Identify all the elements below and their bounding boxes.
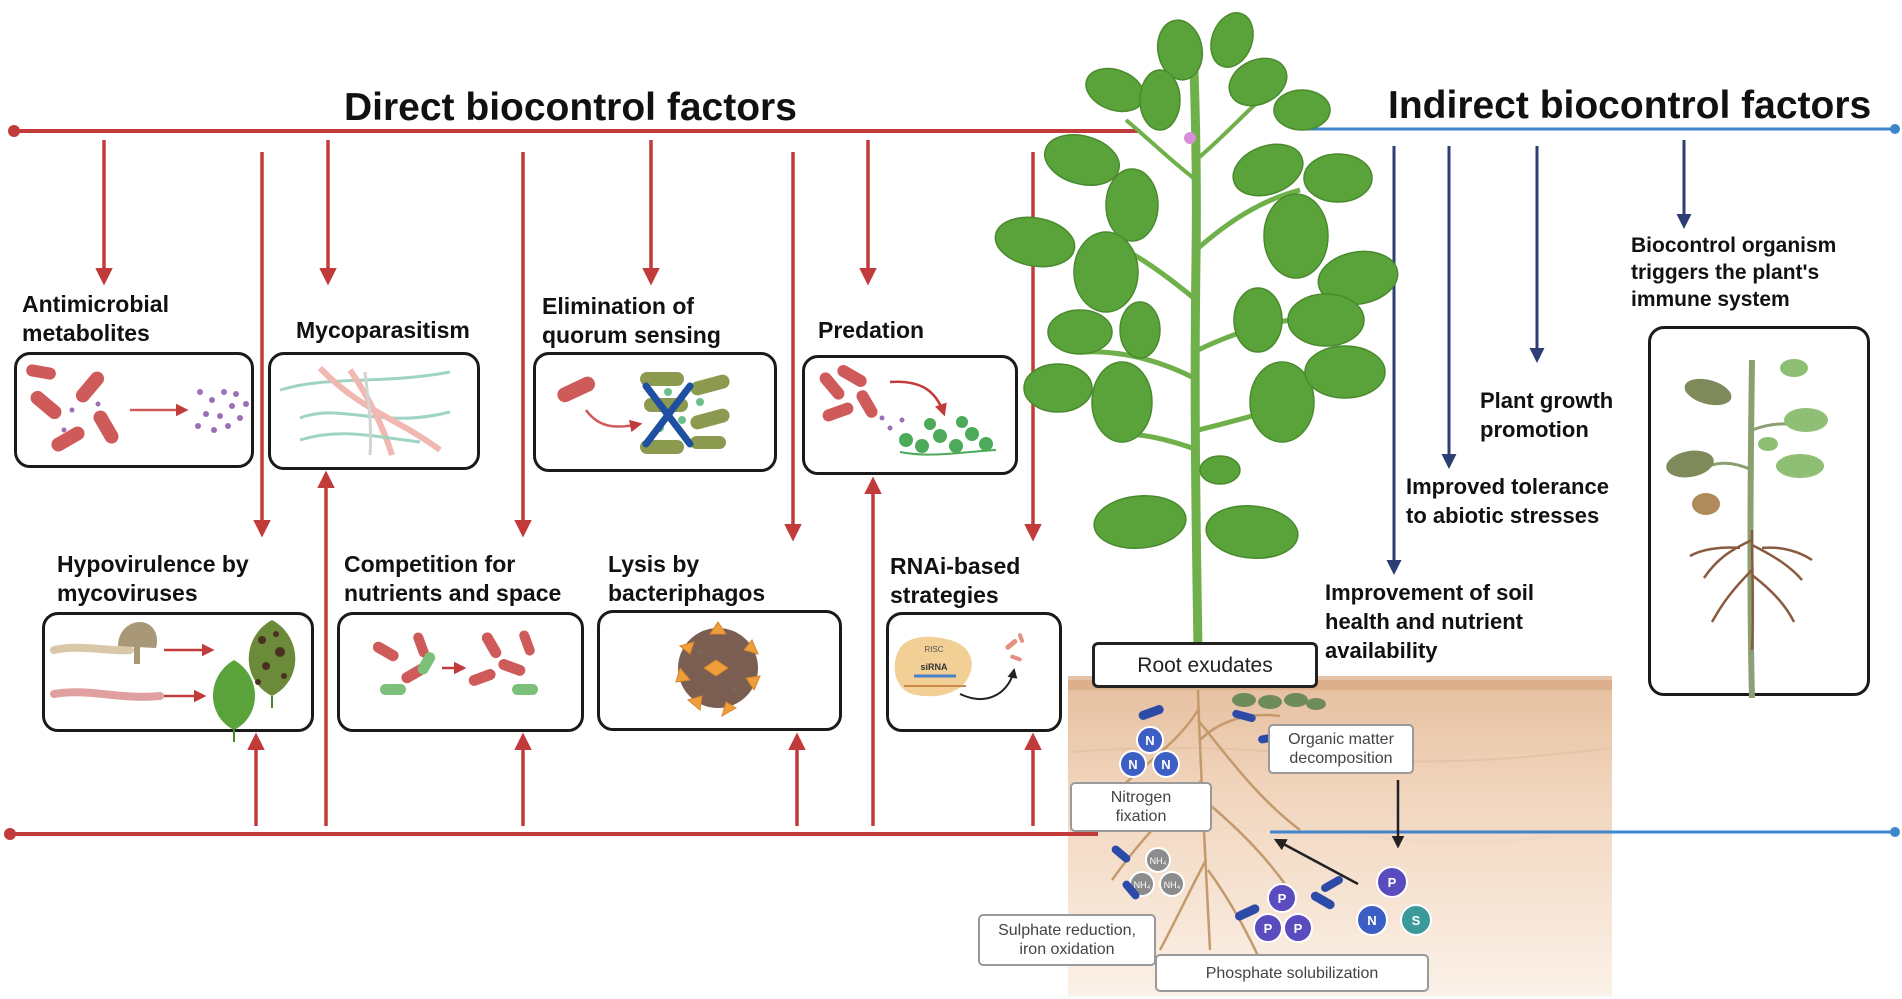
- antimicrobial-box: [14, 352, 254, 468]
- predation-box: [802, 355, 1018, 475]
- p-label-3: P: [1294, 921, 1303, 936]
- mycoparasitism-box: [268, 352, 480, 470]
- direct-factors-heading: Direct biocontrol factors: [344, 86, 797, 129]
- p-label-2: P: [1264, 921, 1273, 936]
- antimicrobial-label: Antimicrobial metabolites: [22, 291, 169, 346]
- sulfur-molecule: [1400, 904, 1432, 936]
- immune-system-label: Biocontrol organism triggers the plant's…: [1631, 234, 1837, 311]
- nitrogen-fixation-label: Nitrogen fixation: [1070, 782, 1212, 832]
- hypovirulence-box: [42, 612, 314, 732]
- indirect-top-line: [1300, 124, 1900, 134]
- root-exudates-label: Root exudates: [1092, 642, 1318, 688]
- rnai-label: RNAi-based strategies: [890, 553, 1021, 608]
- quorum-sensing-label: Elimination of quorum sensing: [542, 293, 721, 348]
- phosphorus-molecules: [1253, 866, 1408, 943]
- soil-particles: [1232, 693, 1326, 710]
- nh4-label-3: NH₄: [1164, 880, 1181, 890]
- soil-bacteria: [1111, 705, 1343, 921]
- immune-system-box: [1648, 326, 1870, 696]
- s-label: S: [1412, 913, 1421, 928]
- n-label-3: N: [1161, 757, 1170, 772]
- n-label-4: N: [1367, 913, 1376, 928]
- direct-top-line: [8, 125, 1140, 137]
- p-label-4: P: [1388, 875, 1397, 890]
- indirect-factors-heading: Indirect biocontrol factors: [1388, 84, 1872, 127]
- competition-box: [337, 612, 584, 732]
- soil-microbes: N N N NH₄ NH₄ NH₄ P P P P N S: [1111, 693, 1432, 943]
- soil-health-label: Improvement of soil health and nutrient …: [1325, 580, 1535, 663]
- mycoparasitism-label: Mycoparasitism: [296, 317, 470, 343]
- p-label-1: P: [1278, 891, 1287, 906]
- direct-up-arrows: [247, 470, 1042, 826]
- sulphate-reduction-label: Sulphate reduction, iron oxidation: [978, 914, 1156, 966]
- soil-process-arrows: [1273, 780, 1405, 886]
- n-label-2: N: [1128, 757, 1137, 772]
- direct-bottom-line: [4, 828, 1098, 840]
- quorum-sensing-box: [533, 352, 777, 472]
- n-label-1: N: [1145, 733, 1154, 748]
- indirect-arrows: [1386, 140, 1692, 575]
- abiotic-tolerance-label: Improved tolerance to abiotic stresses: [1406, 474, 1609, 528]
- direct-down-arrows: [95, 140, 1042, 542]
- predation-label: Predation: [818, 317, 925, 343]
- indirect-bottom-line: [1270, 827, 1900, 837]
- nh4-label-1: NH₄: [1150, 856, 1167, 866]
- hypovirulence-label: Hypovirulence by mycoviruses: [57, 551, 249, 606]
- nitrogen-molecules: [1119, 726, 1180, 778]
- plant-growth-label: Plant growth promotion: [1480, 388, 1614, 442]
- organic-matter-label: Organic matter decomposition: [1268, 724, 1414, 774]
- phosphate-solubilization-label: Phosphate solubilization: [1155, 954, 1429, 992]
- lysis-box: [597, 610, 842, 731]
- nitrogen-molecule-free: [1356, 904, 1388, 936]
- competition-label: Competition for nutrients and space: [344, 551, 562, 606]
- lysis-label: Lysis by bacteriphagos: [608, 551, 766, 606]
- nh4-label-2: NH₄: [1134, 880, 1151, 890]
- plant-illustration: [994, 12, 1399, 961]
- rnai-box: [886, 612, 1062, 732]
